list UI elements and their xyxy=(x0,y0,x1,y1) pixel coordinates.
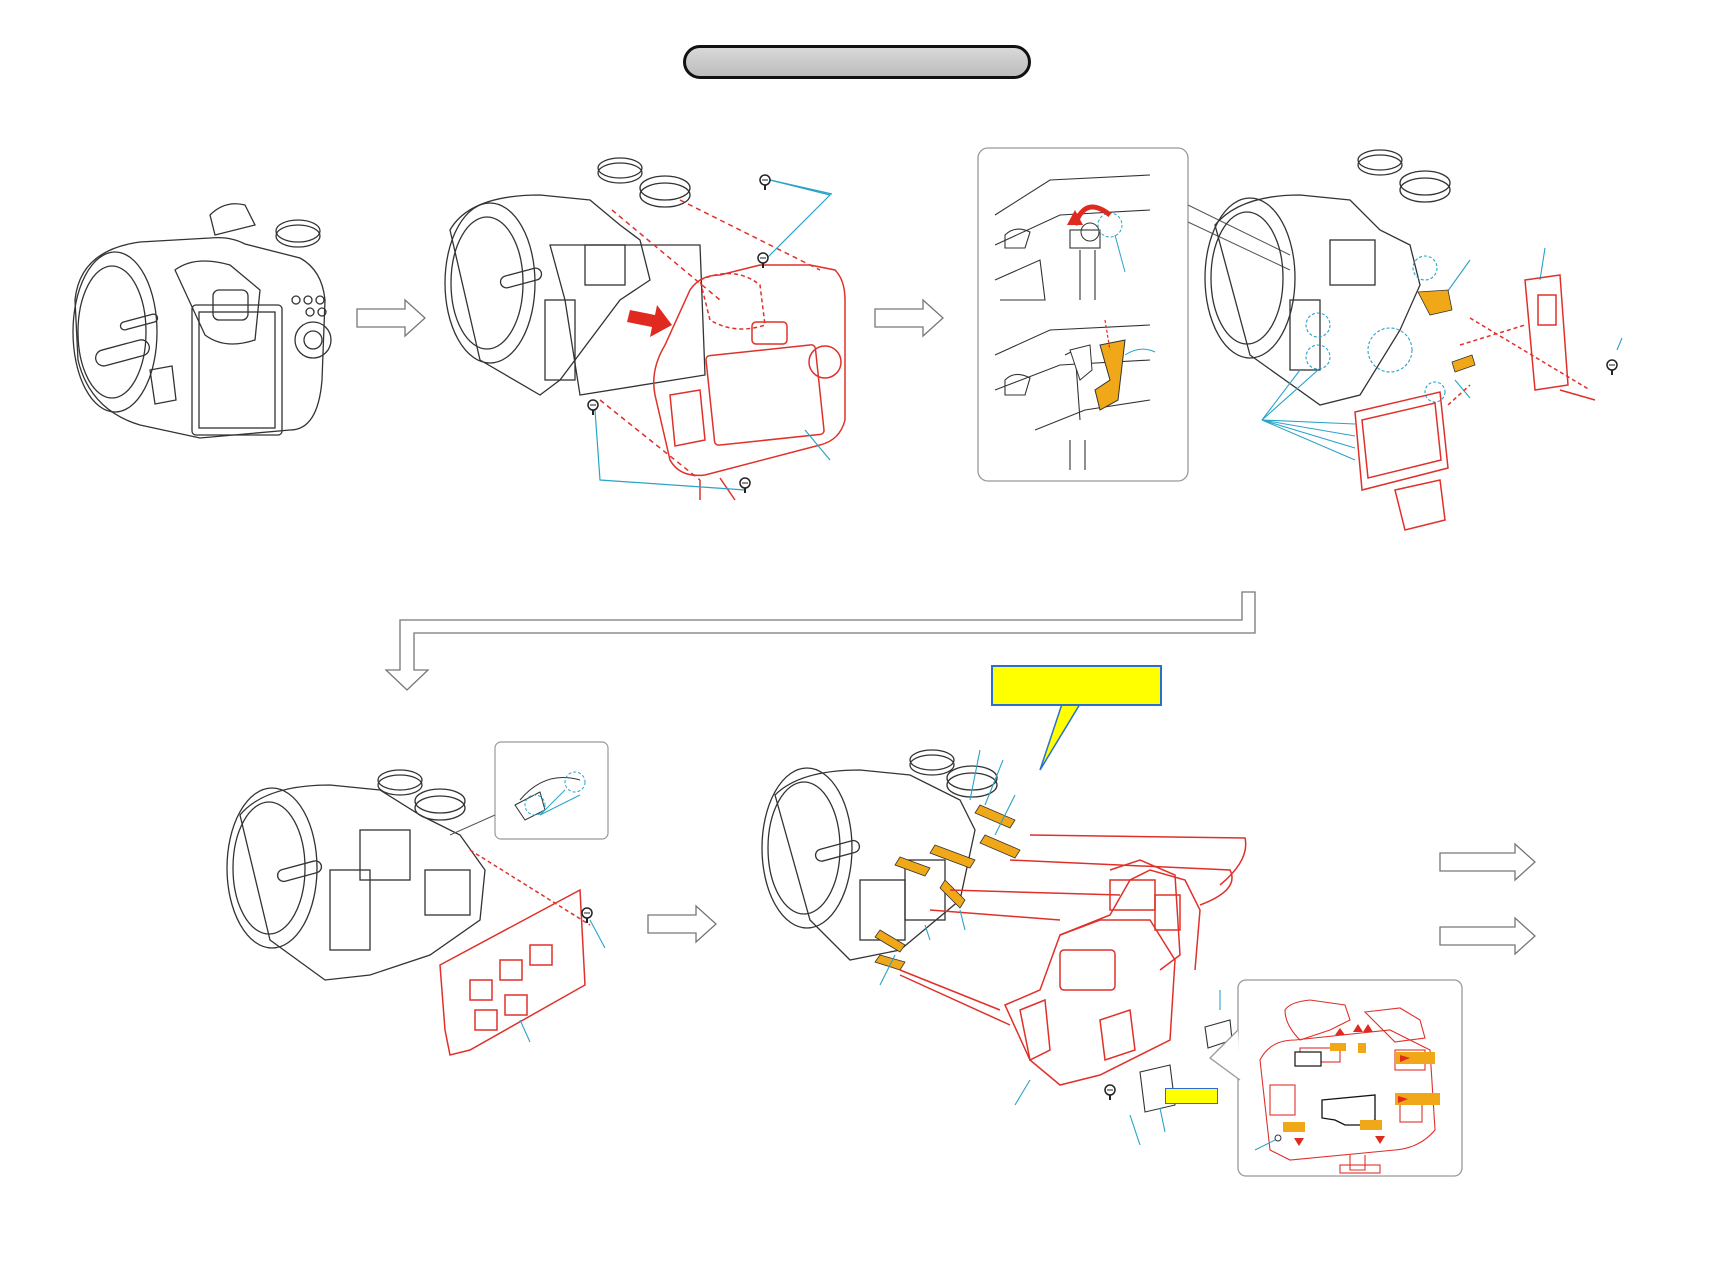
step-2-camera-body xyxy=(444,157,706,396)
step-4-camera-body xyxy=(226,769,486,981)
flow-arrow-icon xyxy=(647,904,717,944)
step-2-leader-lines xyxy=(594,179,833,491)
remove-direction-arrow xyxy=(627,305,672,337)
flow-arrow-icon xyxy=(1439,916,1536,956)
callout-pointer xyxy=(1039,703,1082,771)
step-4-leader-lines xyxy=(519,919,606,1043)
flex-cable-icon xyxy=(1417,289,1476,373)
flex-cable-icon xyxy=(1069,319,1156,411)
flow-arrow-icon xyxy=(356,298,426,338)
board-detail-panel xyxy=(1209,979,1463,1177)
note-label xyxy=(1165,1088,1218,1104)
callout-box xyxy=(991,665,1162,706)
lcd-panel xyxy=(1354,384,1471,531)
flow-arrow-icon xyxy=(874,298,944,338)
main-frame xyxy=(899,834,1247,1086)
detail-inset xyxy=(449,741,609,840)
diagram-title xyxy=(683,45,1031,79)
flex-cable-icon xyxy=(874,804,1021,971)
step-5-leader-lines xyxy=(879,749,1221,1146)
connector-detail-panel xyxy=(977,147,1291,482)
shield-plate xyxy=(439,849,591,1056)
rear-cover xyxy=(599,199,846,501)
side-board xyxy=(1459,274,1596,401)
connector-lock-icon xyxy=(1067,204,1126,273)
step-3-camera-body xyxy=(1204,149,1451,406)
step-1-camera-rear xyxy=(72,203,332,439)
screw-icon xyxy=(1104,1084,1116,1101)
flow-arrow-icon xyxy=(1439,842,1536,882)
step-3-leader-lines xyxy=(1261,247,1623,461)
flow-connector-arrow xyxy=(384,591,1256,691)
screw-icon xyxy=(1606,359,1618,376)
